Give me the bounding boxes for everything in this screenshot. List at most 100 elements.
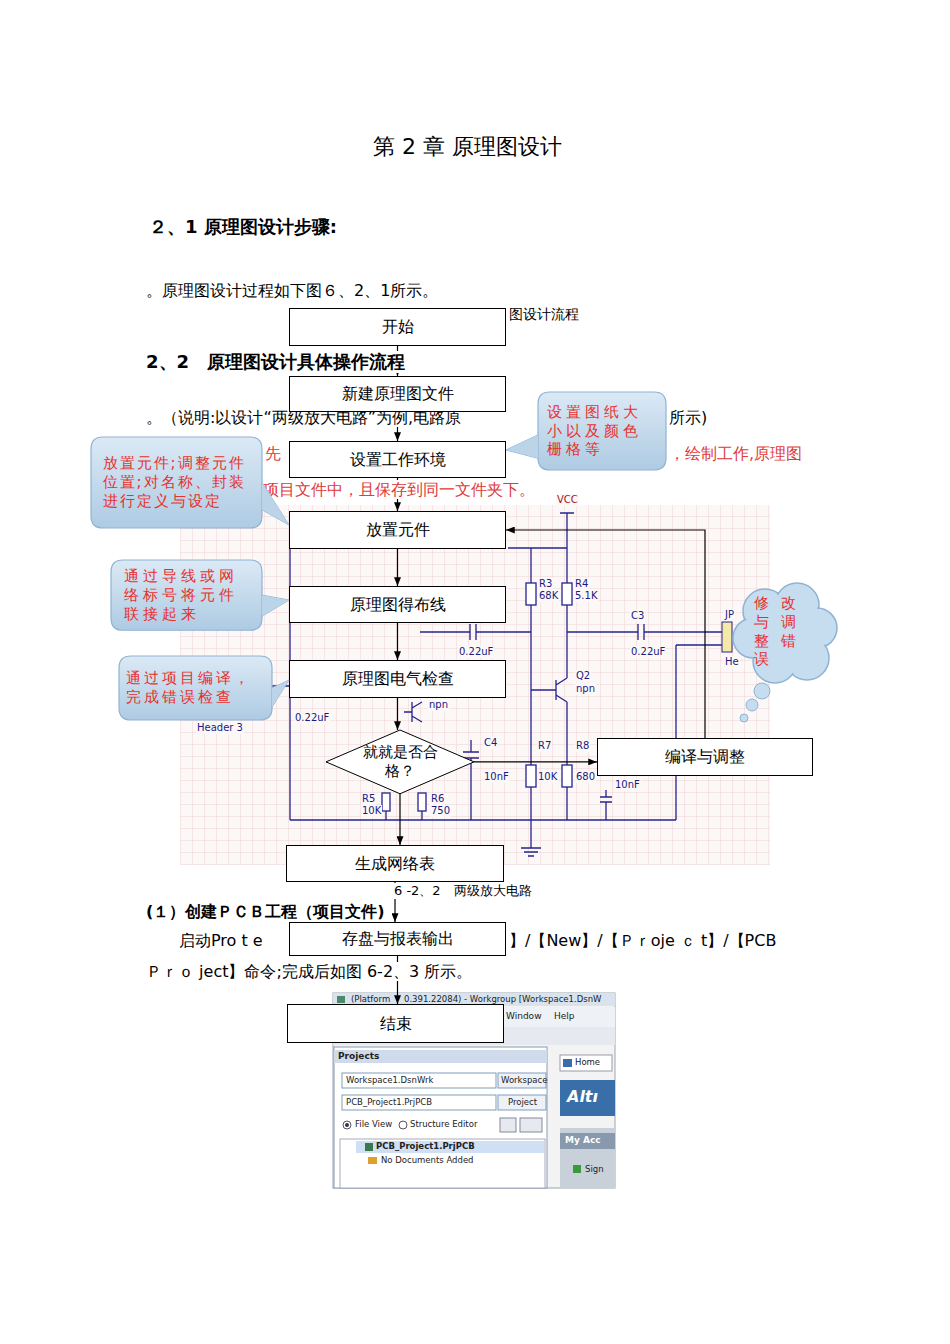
node-text: 编译与调整 [665,747,745,767]
tree-item: PCB_Project1.PrjPCB [375,1141,476,1151]
software-screenshot [563,1059,572,1067]
resistor-symbol [526,765,536,787]
resistor-symbol [418,793,426,811]
part-name: Q2 [575,670,591,682]
part-value: npn [428,699,449,711]
note-text: ，绘制工作,原理图 [668,444,803,463]
field-value: PCB_Project1.PrjPCB [345,1097,433,1107]
part-name: C4 [483,737,498,749]
process-box: 原理图电气检查 [289,660,506,698]
callout-body [111,560,262,630]
node-text: 放置元件;调整元件位置;对名称、封装进行定义与设定 [103,454,251,510]
part-value: 750 [430,805,451,817]
node-text: 放置元件 [366,520,430,540]
node-text: 修改与调整错误 [754,594,818,669]
part-name: Header 3 [196,722,244,734]
schematic-wire [420,624,531,640]
part-value: npn [575,683,596,695]
body-text: 】/【New】/【Ｐｒoje ｃ t】/【PCB [508,931,777,950]
node-text: 通过项目编译，完成错误检查 [126,669,266,707]
flow-arrow [397,623,398,660]
panel-title: Projects [337,1051,380,1062]
process-box: 新建原理图文件 [289,376,506,412]
part-name: R8 [575,740,590,752]
part-name: R5 [361,793,376,805]
software-screenshot [573,1165,581,1173]
cloud-trail [754,683,770,699]
flow-arrow [506,530,705,738]
part-name: R7 [537,740,552,752]
menu-item: Help [553,1011,576,1022]
diamond-outline [326,730,474,794]
node-text: 通过导线或网络标号将元件联接起来 [124,567,250,623]
software-screenshot [368,1157,377,1164]
software-screenshot [356,1141,544,1153]
part-value: 10K [361,805,382,817]
body-text: 所示) [668,408,708,427]
software-screenshot [342,1073,496,1088]
callout-body [91,437,262,528]
resistor-symbol [382,793,390,811]
schematic-wire [567,624,722,640]
thought-cloud: 修改与调整错误 [735,583,836,680]
callout-tail [262,483,289,526]
node-text: 结束 [380,1014,412,1034]
part-value: 10nF [483,771,510,783]
callout-bubble: 放置元件;调整元件位置;对名称、封装进行定义与设定 [91,437,262,528]
button-label: Workspace [500,1075,548,1085]
node-text: 生成网络表 [355,854,435,874]
software-screenshot [560,1080,615,1116]
part-name: JP [724,609,735,621]
callout-tail [272,680,289,707]
callout-tail [272,680,289,707]
software-screenshot [399,1121,407,1129]
net-label: VCC [556,494,579,506]
cloud-trail [746,699,758,711]
part-value: 10K [537,771,558,783]
section-heading: 2、2 原理图设计具体操作流程 [145,351,406,373]
schematic-wire [463,740,479,820]
part-value: 0.22uF [630,646,666,658]
node-text: 开始 [382,317,414,337]
process-box: 开始 [289,308,506,346]
resistor-symbol [562,583,572,605]
part-value: 680 [575,771,596,783]
part-name: R6 [430,793,445,805]
part-value: 5.1K [574,590,598,602]
callout-tail [262,483,289,526]
body-text: 。原理图设计过程如下图６、2、1所示。 [145,281,439,300]
software-screenshot [334,1050,547,1063]
part-value: 68K [538,590,559,602]
callout-bubble: 设置图纸大小以及颜色栅格等 [538,392,666,470]
callout-tail [506,435,538,458]
note-text: 先 [264,444,282,463]
cloud-trail [740,714,748,722]
schematic-wire [386,811,422,820]
callout-tail [262,595,289,616]
part-name: He [724,656,740,668]
callout-body [119,656,272,720]
resistor-symbol [526,583,536,605]
process-box: 生成网络表 [286,845,504,882]
callout-tail [262,595,289,616]
decision-diamond: 就就是否合格？ [326,730,474,794]
tab-label: Home [574,1057,601,1067]
software-screenshot [340,1139,545,1188]
flow-arrow [397,698,398,730]
callout-bubble: 通过项目编译，完成错误检查 [119,656,272,720]
body-text: 启动Pro t e [178,931,264,950]
resistor-symbol [562,765,572,787]
figure-caption-fragment: 图设计流程 [508,306,580,323]
schematic-wire [404,702,422,722]
process-box: 存盘与报表输出 [289,922,506,956]
menu-item: Window [505,1011,543,1022]
software-screenshot [365,1143,373,1151]
schematic-wire [530,605,531,848]
software-screenshot [345,1123,349,1127]
node-text: 存盘与报表输出 [342,929,454,949]
section-heading: ２、1 原理图设计步骤: [148,216,338,238]
software-screenshot [560,1133,615,1149]
flow-arrow [474,761,597,762]
part-value: 0.22uF [294,712,330,724]
